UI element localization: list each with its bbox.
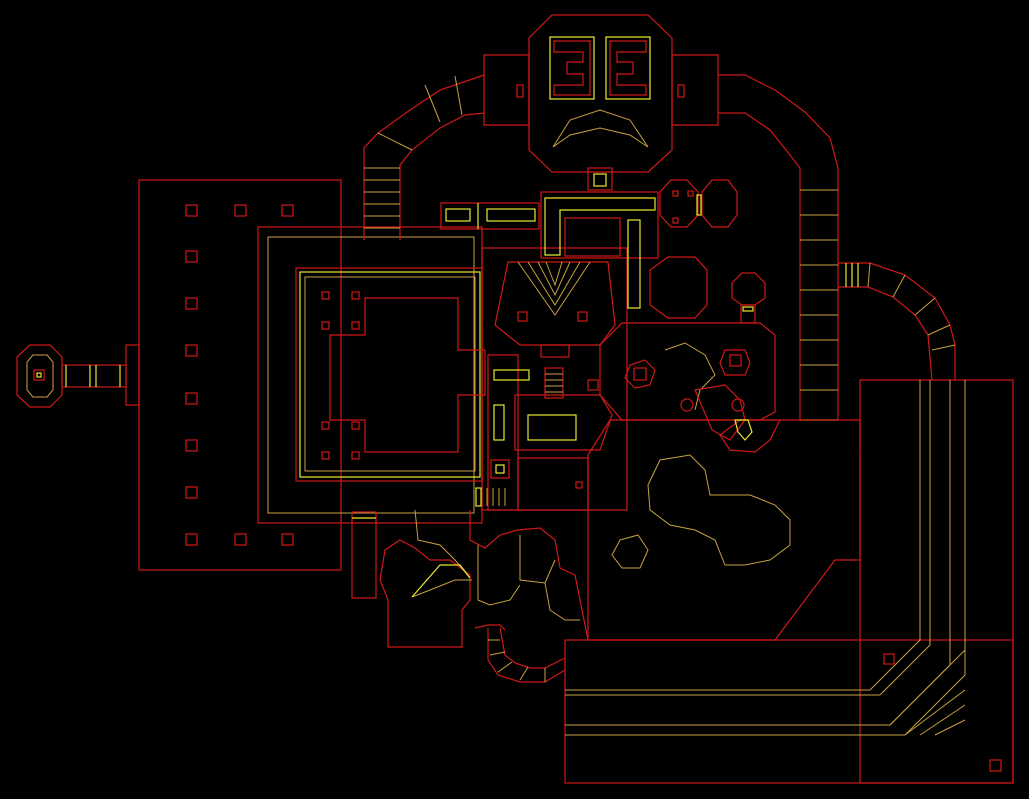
west-pillar-hall bbox=[138, 179, 342, 571]
north-west-corridor bbox=[363, 74, 485, 240]
south-cave bbox=[351, 419, 861, 683]
west-start-room bbox=[16, 344, 140, 408]
east-curve-corridor bbox=[838, 262, 956, 381]
central-courtyard bbox=[257, 226, 486, 524]
northeast-rooms bbox=[440, 179, 776, 441]
central-mechanism bbox=[475, 247, 628, 511]
north-face-room bbox=[483, 14, 719, 191]
north-east-corridor bbox=[718, 74, 839, 421]
southeast-hall bbox=[564, 379, 1014, 784]
